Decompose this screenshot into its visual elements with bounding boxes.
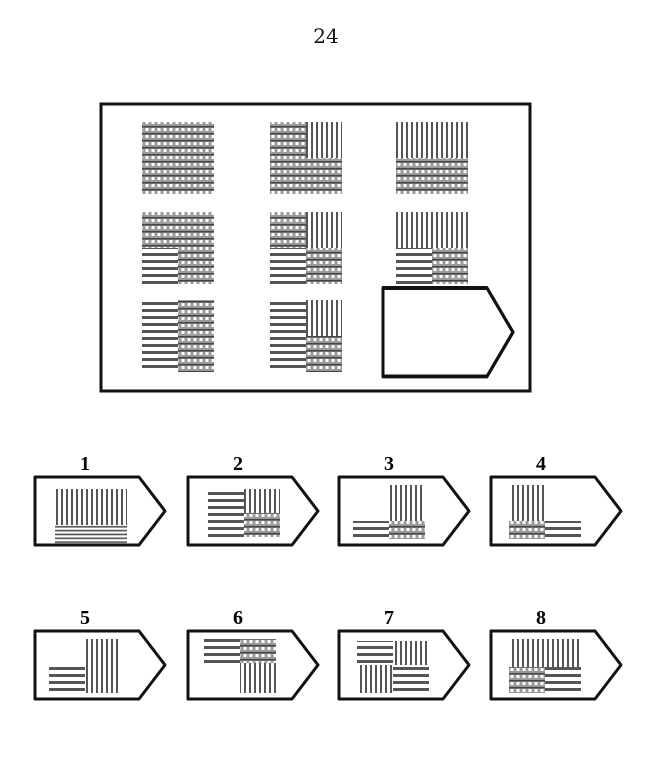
matrix-cell-8 <box>270 300 342 372</box>
page-number: 24 <box>313 24 339 48</box>
option-2-tag[interactable] <box>186 475 320 547</box>
matrix-cell-4 <box>142 212 214 284</box>
option-7-tag[interactable] <box>337 629 471 701</box>
option-6-label[interactable]: 6 <box>233 607 243 629</box>
option-2-label[interactable]: 2 <box>233 453 243 475</box>
option-8-tag[interactable] <box>489 629 623 701</box>
option-4-label[interactable]: 4 <box>536 453 546 475</box>
matrix-cell-1 <box>142 122 214 194</box>
option-6-tag[interactable] <box>186 629 320 701</box>
option-7-label[interactable]: 7 <box>384 607 394 629</box>
option-5-label[interactable]: 5 <box>80 607 90 629</box>
option-3-label[interactable]: 3 <box>384 453 394 475</box>
matrix-cell-3 <box>396 122 468 194</box>
option-5-tag[interactable] <box>33 629 167 701</box>
blank-answer-tag <box>381 286 515 379</box>
option-1-tag[interactable] <box>33 475 167 547</box>
matrix-cell-5 <box>270 212 342 284</box>
option-4-tag[interactable] <box>489 475 623 547</box>
option-8-label[interactable]: 8 <box>536 607 546 629</box>
option-3-tag[interactable] <box>337 475 471 547</box>
matrix-cell-2 <box>270 122 342 194</box>
matrix-cell-7 <box>142 300 214 372</box>
option-1-label[interactable]: 1 <box>80 453 90 475</box>
matrix-frame <box>99 102 532 393</box>
matrix-cell-6 <box>396 212 468 284</box>
